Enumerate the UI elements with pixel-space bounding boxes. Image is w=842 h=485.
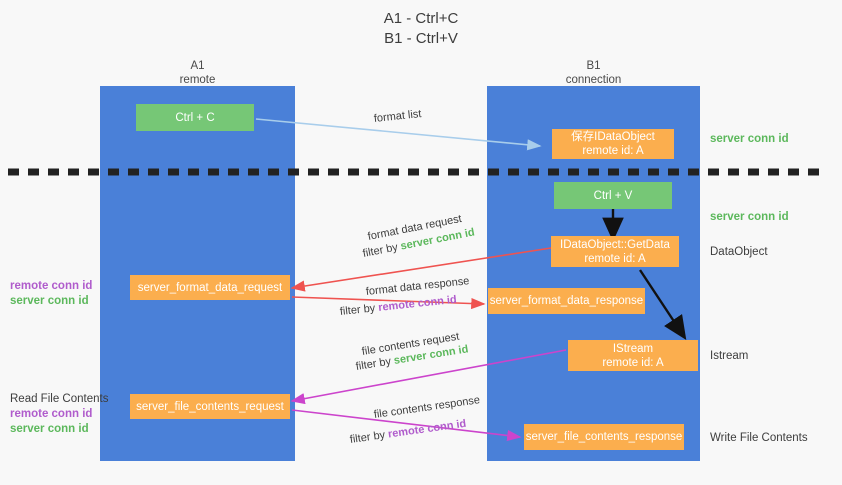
node-istream-line1: IStream <box>612 342 654 355</box>
label-server-conn-id-mid: server conn id <box>710 210 789 225</box>
column-header-a1-sub: remote <box>179 74 216 86</box>
node-server-format-data-response[interactable]: server_format_data_response <box>488 288 645 314</box>
label-dataobject: DataObject <box>710 245 768 260</box>
column-header-b1: B1 connection <box>487 59 700 87</box>
edge-label-format-data-response-filter: filter by remote conn id <box>339 293 457 320</box>
column-header-b1-sub: connection <box>565 74 622 86</box>
title-line-1: A1 - Ctrl+C <box>383 10 459 27</box>
title-line-2: B1 - Ctrl+V <box>384 30 458 47</box>
node-server-file-contents-response[interactable]: server_file_contents_response <box>524 424 684 450</box>
node-ctrl-v[interactable]: Ctrl + V <box>554 182 672 209</box>
label-write-file-contents: Write File Contents <box>710 431 808 446</box>
node-server-format-data-request[interactable]: server_format_data_request <box>130 275 290 300</box>
node-server-format-data-request-label: server_format_data_request <box>137 281 283 294</box>
node-server-file-contents-request[interactable]: server_file_contents_request <box>130 394 290 419</box>
page-title: A1 - Ctrl+C B1 - Ctrl+V <box>0 9 842 49</box>
column-header-b1-name: B1 <box>586 60 601 72</box>
edge-label-format-list-text: format list <box>373 108 423 125</box>
edge-label-file-contents-response-filter-prefix: filter by <box>349 428 389 446</box>
node-idataobject-getdata[interactable]: IDataObject::GetData remote id: A <box>551 236 679 267</box>
node-ctrl-v-label: Ctrl + V <box>593 189 633 202</box>
label-server-conn-id-upper: server conn id <box>10 295 89 307</box>
edge-label-file-contents-response-filter-key: remote conn id <box>387 417 467 441</box>
node-server-format-data-response-label: server_format_data_response <box>489 295 644 307</box>
label-server-conn-id-lower: server conn id <box>10 423 89 435</box>
node-save-idataobject-line1: 保存IDataObject <box>571 131 655 143</box>
column-header-a1: A1 remote <box>100 59 295 87</box>
label-write-file-contents-text: Write File Contents <box>710 432 808 444</box>
node-ctrl-c[interactable]: Ctrl + C <box>136 104 254 131</box>
node-istream[interactable]: IStream remote id: A <box>568 340 698 371</box>
node-idataobject-getdata-line2: remote id: A <box>584 252 646 265</box>
label-dataobject-text: DataObject <box>710 246 768 258</box>
label-server-conn-id-top-text: server conn id <box>710 133 789 145</box>
label-server-conn-id-top: server conn id <box>710 132 789 147</box>
label-remote-conn-id-upper: remote conn id <box>10 280 93 292</box>
node-save-idataobject[interactable]: 保存IDataObject remote id: A <box>552 129 674 159</box>
edge-label-format-data-response-filter-prefix: filter by <box>339 302 379 318</box>
edge-label-file-contents-request-filter-prefix: filter by <box>354 355 395 373</box>
label-read-file-contents: Read File Contents <box>10 393 109 405</box>
edge-label-format-list: format list <box>373 107 422 127</box>
node-server-file-contents-request-label: server_file_contents_request <box>136 400 284 413</box>
node-idataobject-getdata-line1: IDataObject::GetData <box>560 238 670 251</box>
label-server-conn-id-mid-text: server conn id <box>710 211 789 223</box>
label-remote-conn-id-lower: remote conn id <box>10 408 93 420</box>
label-read-file-contents-group: Read File Contents remote conn id server… <box>10 392 108 437</box>
edge-label-format-data-request-filter-prefix: filter by <box>361 240 402 260</box>
column-header-a1-name: A1 <box>190 60 205 72</box>
node-server-file-contents-response-label: server_file_contents_response <box>525 431 683 443</box>
label-conn-ids-upper: remote conn id server conn id <box>10 279 92 309</box>
edge-label-file-contents-response-filter: filter by remote conn id <box>349 417 467 448</box>
node-save-idataobject-line2: remote id: A <box>582 145 644 157</box>
node-ctrl-c-label: Ctrl + C <box>175 111 215 124</box>
label-istream: Istream <box>710 349 748 364</box>
node-istream-line2: remote id: A <box>602 356 664 369</box>
label-istream-text: Istream <box>710 350 749 362</box>
